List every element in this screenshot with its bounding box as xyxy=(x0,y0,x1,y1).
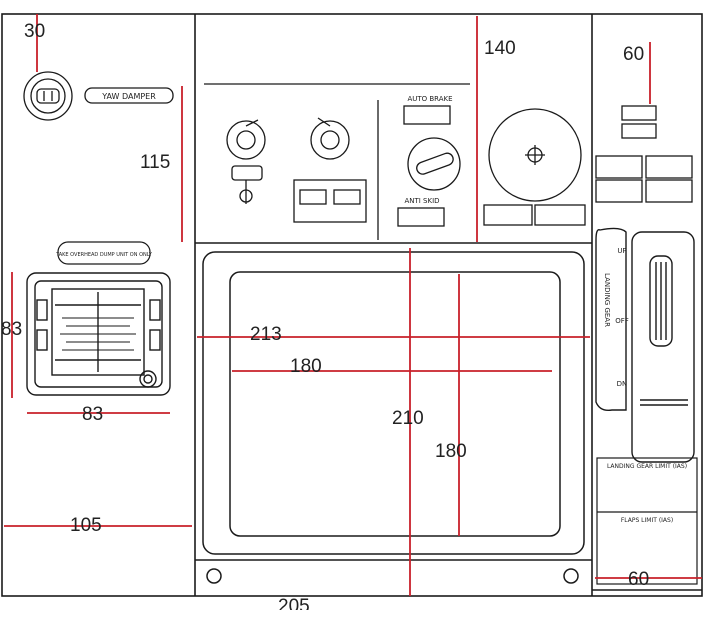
standby-caption-box: TAKE OVERHEAD DUMP UNIT ON ONLY xyxy=(55,241,153,265)
standby-caption: TAKE OVERHEAD DUMP UNIT ON ONLY xyxy=(55,252,153,258)
dim-label-205: 205 xyxy=(278,596,310,617)
limit-placard xyxy=(596,457,698,585)
right-annunciators xyxy=(595,105,693,203)
dimension-lines xyxy=(4,14,702,596)
dim-label-115: 115 xyxy=(140,152,171,173)
brake-pressure-gauge-icon xyxy=(483,108,586,226)
auto-brake-selector-icon xyxy=(397,105,461,227)
yaw-damper-label-box: YAW DAMPER xyxy=(84,87,174,104)
upper-controls xyxy=(204,83,470,240)
dim-label-83-bottom: 83 xyxy=(82,404,104,425)
dim-label-210: 210 xyxy=(392,408,424,429)
flaps-limit-label: FLAPS LIMIT (IAS) xyxy=(621,517,673,524)
yaw-damper-label: YAW DAMPER xyxy=(101,92,156,101)
dim-label-180-height: 180 xyxy=(435,441,467,462)
yaw-damper-gauge-icon xyxy=(23,71,73,121)
dim-label-213: 213 xyxy=(250,324,282,345)
anti-skid-label: ANTI SKID xyxy=(404,197,439,205)
landing-gear-vertical-label: LANDING GEAR xyxy=(603,273,611,327)
dim-label-83-side: 83 xyxy=(1,319,23,340)
dim-label-60-top: 60 xyxy=(623,44,645,65)
gear-up-label: UP xyxy=(617,247,626,255)
landing-gear-lever-icon[interactable] xyxy=(595,227,695,463)
dim-label-180-width: 180 xyxy=(290,356,322,377)
gear-off-label: OFF xyxy=(615,317,629,325)
gear-dn-label: DN xyxy=(617,380,628,388)
landing-gear-limit-label: LANDING GEAR LIMIT (IAS) xyxy=(607,463,687,470)
auto-brake-label: AUTO BRAKE xyxy=(407,95,452,103)
dim-label-140: 140 xyxy=(484,38,516,59)
dim-label-30: 30 xyxy=(24,21,46,42)
panel-outlines xyxy=(1,13,703,597)
dim-label-105: 105 xyxy=(70,515,102,536)
standby-instrument-icon xyxy=(26,272,171,396)
dim-label-60-bottom: 60 xyxy=(628,569,650,590)
main-display-bezel xyxy=(202,251,585,584)
